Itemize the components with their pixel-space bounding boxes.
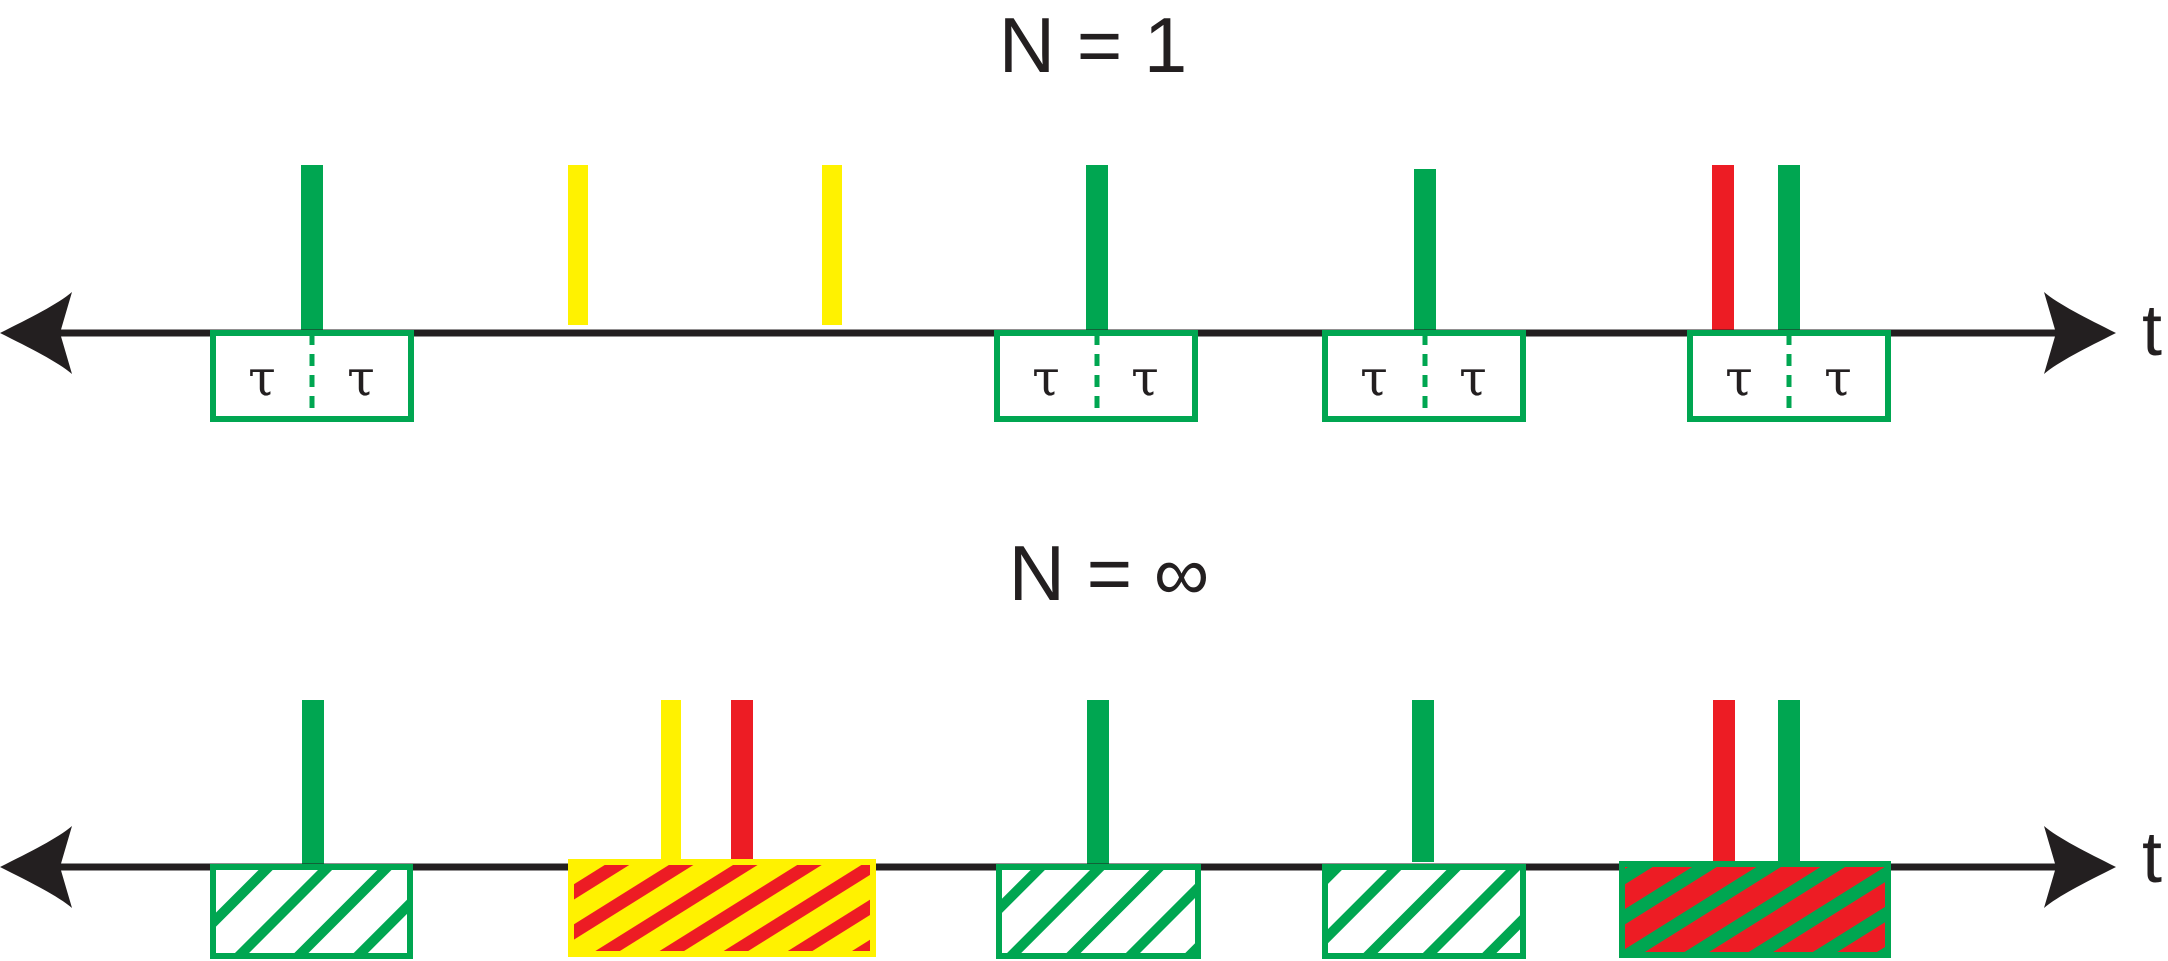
spike-yellow: [661, 700, 681, 862]
spike-green: [1087, 700, 1109, 866]
spike-green: [302, 700, 324, 866]
spike-green: [1412, 700, 1434, 862]
arrow-left-icon: [0, 826, 72, 908]
panel-n-equals-infinity: N = ∞ t: [0, 529, 2162, 959]
spike-green: [1086, 165, 1108, 333]
tau-label: τ: [1824, 349, 1852, 407]
tau-label: τ: [1725, 349, 1753, 407]
spike-green: [1778, 165, 1800, 333]
spike-green: [1778, 700, 1800, 866]
spike-green: [301, 165, 323, 333]
axis-label-t-1: t: [2142, 291, 2162, 371]
spike-red: [1713, 700, 1735, 862]
window-box: τ τ: [1687, 330, 1891, 422]
axis-label-t-2: t: [2142, 818, 2162, 898]
spike-yellow: [568, 165, 588, 325]
panel-2-title: N = ∞: [1009, 529, 1210, 617]
window-box: τ τ: [994, 330, 1198, 422]
spike-red: [731, 700, 753, 862]
window-box-yellow-red-hatch: [568, 859, 876, 957]
tau-label: τ: [1360, 349, 1388, 407]
spike-red: [1712, 165, 1734, 333]
window-box-green-hatch: [210, 864, 413, 959]
spike-green: [1414, 169, 1436, 333]
panel-n-equals-1: N = 1 t τ τ τ τ τ τ: [0, 1, 2162, 422]
window-box-green-hatch: [1322, 864, 1526, 959]
tau-label: τ: [347, 349, 375, 407]
window-box: τ τ: [1322, 330, 1526, 422]
tau-label: τ: [1459, 349, 1487, 407]
window-box-red-green-hatch: [1619, 861, 1891, 958]
panel-1-title: N = 1: [999, 1, 1188, 89]
tau-label: τ: [1032, 349, 1060, 407]
tau-label: τ: [248, 349, 276, 407]
tau-label: τ: [1131, 349, 1159, 407]
spike-yellow: [822, 165, 842, 325]
arrow-right-icon: [2044, 292, 2116, 374]
window-box-green-hatch: [996, 864, 1201, 959]
arrow-left-icon: [0, 292, 72, 374]
arrow-right-icon: [2044, 826, 2116, 908]
window-box: τ τ: [210, 330, 414, 422]
